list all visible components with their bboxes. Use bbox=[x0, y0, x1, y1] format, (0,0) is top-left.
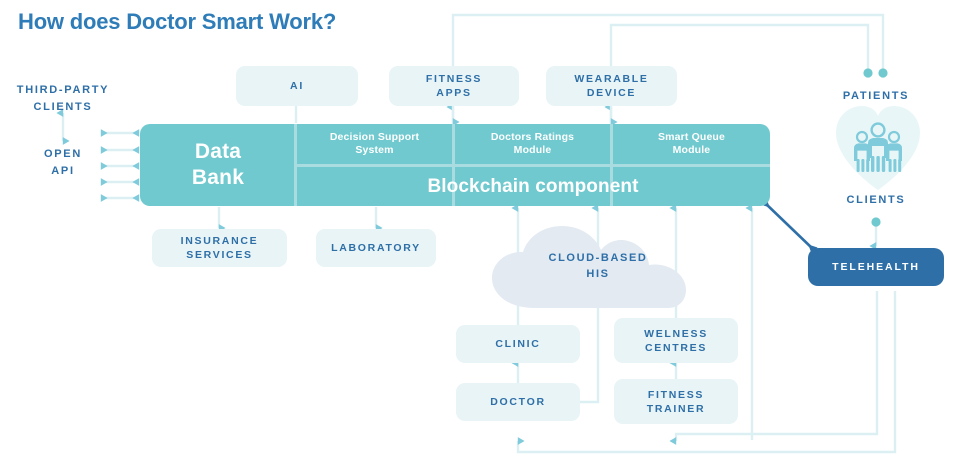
chip-fitness-apps[interactable]: FITNESS APPS bbox=[389, 66, 519, 106]
core-divider-horizontal bbox=[296, 164, 770, 167]
open-api-label: OPEN API bbox=[44, 148, 82, 177]
patients-label: PATIENTS bbox=[842, 90, 910, 102]
module-smart-queue[interactable]: Smart Queue Module bbox=[657, 131, 725, 156]
module-doctors-ratings[interactable]: Doctors Ratings Module bbox=[490, 131, 575, 156]
chip-doctor[interactable]: DOCTOR bbox=[456, 383, 580, 421]
people-group-icon bbox=[854, 122, 902, 172]
clients-dot bbox=[871, 217, 881, 227]
chip-ai[interactable]: AI bbox=[236, 66, 358, 106]
chip-welness-centres[interactable]: WELNESS CENTRES bbox=[614, 318, 738, 363]
wire-blockchain-telehealth bbox=[760, 198, 818, 254]
data-bank-block[interactable]: Data Bank bbox=[191, 140, 245, 189]
telehealth-block[interactable]: TELEHEALTH bbox=[808, 248, 944, 286]
chip-clinic[interactable]: CLINIC bbox=[456, 325, 580, 363]
clients-label: CLIENTS bbox=[846, 194, 906, 206]
patients-dot-left bbox=[863, 68, 873, 78]
chip-insurance-services[interactable]: INSURANCE SERVICES bbox=[152, 229, 287, 267]
cloud-based-his: CLOUD-BASED HIS bbox=[488, 224, 708, 308]
heart-badge bbox=[830, 100, 926, 196]
patients-dot-right bbox=[878, 68, 888, 78]
blockchain-component-block[interactable]: Blockchain component bbox=[427, 175, 639, 197]
chip-fitness-trainer[interactable]: FITNESS TRAINER bbox=[614, 379, 738, 424]
core-platform-block: Data Bank Decision Support System Doctor… bbox=[140, 124, 770, 206]
wire-return-doctor bbox=[516, 291, 897, 454]
module-decision-support-system[interactable]: Decision Support System bbox=[329, 131, 420, 156]
chip-laboratory[interactable]: LABORATORY bbox=[316, 229, 436, 267]
cloud-icon bbox=[492, 226, 686, 308]
chip-wearable-device[interactable]: WEARABLE DEVICE bbox=[546, 66, 677, 106]
third-party-clients-label: THIRD-PARTY CLIENTS bbox=[16, 84, 110, 113]
core-divider-databank bbox=[294, 124, 297, 206]
wire-cloud-doctor bbox=[580, 300, 600, 404]
page-title: How does Doctor Smart Work? bbox=[18, 9, 337, 34]
heart-icon bbox=[836, 106, 920, 190]
cloud-label: CLOUD-BASED HIS bbox=[548, 252, 648, 280]
